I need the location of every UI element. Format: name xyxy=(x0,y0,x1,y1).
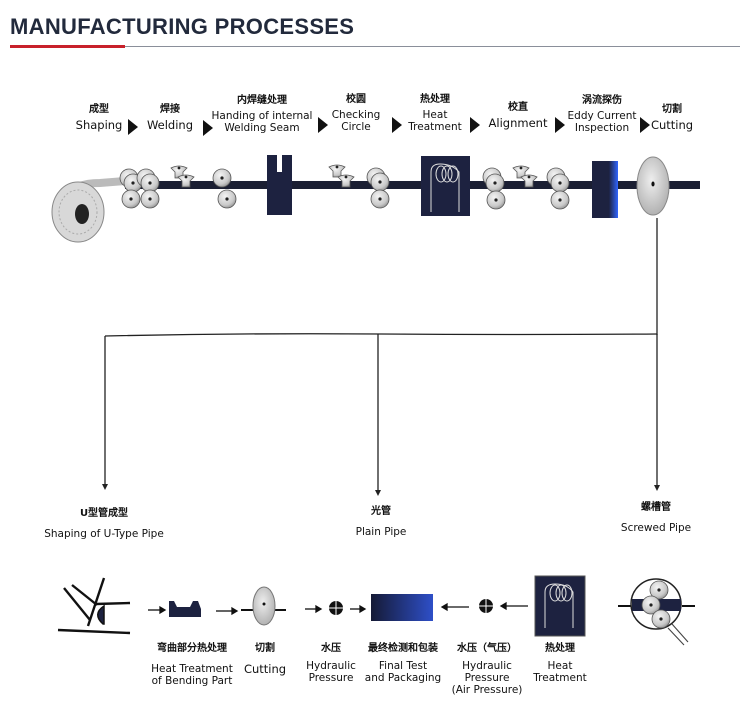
step-cutting: 切割 Cutting xyxy=(651,104,693,132)
step-label-cn: 水压 xyxy=(320,643,341,654)
step-label-cn: 热处理 xyxy=(420,94,450,105)
header-accent-bar xyxy=(10,45,125,48)
step-label-en: Treatment xyxy=(408,120,462,133)
u-step-heat-treatment: 热处理 Heat Treatment xyxy=(533,643,586,684)
step-arrow-icon xyxy=(128,119,138,135)
final-test-packaging-icon xyxy=(371,594,433,621)
u-step-hydraulic-pressure: 水压 Hydraulic Pressure xyxy=(306,643,356,684)
page-title: MANUFACTURING PROCESSES xyxy=(10,14,355,39)
coil-icon xyxy=(51,177,126,243)
step-label-en: Cutting xyxy=(243,661,287,676)
step-label-en: Welding Seam xyxy=(224,121,300,134)
u-line-arrows xyxy=(148,601,528,616)
hydraulic-pressure-icon xyxy=(329,601,343,615)
bending-heat-treatment-icon xyxy=(169,601,201,617)
branch-connectors xyxy=(104,218,658,490)
step-arrow-icon xyxy=(640,117,650,133)
step-label-en: Cutting xyxy=(650,117,694,132)
step-label-cn: 最终检测和包装 xyxy=(368,643,438,654)
branch-label-en: Plain Pipe xyxy=(355,525,407,538)
step-label-en: (Air Pressure) xyxy=(451,683,523,696)
u-heat-treatment-furnace-icon xyxy=(534,575,586,637)
step-label-en: Heat Treatment xyxy=(151,662,233,675)
air-pressure-icon xyxy=(479,599,493,613)
step-label-cn: 水压（气压） xyxy=(456,643,517,654)
branch-label-cn: 螺槽管 xyxy=(641,502,671,513)
step-checking-circle: 校圆 Checking Circle xyxy=(332,94,381,133)
internal-seam-machine-icon xyxy=(267,155,292,215)
u-bending-icon xyxy=(57,577,131,635)
u-step-bending-heat-treatment: 弯曲部分热处理 Heat Treatment of Bending Part xyxy=(151,643,233,687)
u-step-final-test-packaging: 最终检测和包装 Final Test and Packaging xyxy=(365,643,441,684)
step-label-en: Handing of internal xyxy=(211,109,313,122)
step-label-cn: 校直 xyxy=(507,102,528,113)
step-label-en: Pressure xyxy=(308,671,354,684)
branch-label-cn: U型管成型 xyxy=(79,508,129,519)
step-arrow-icon xyxy=(203,120,213,136)
step-label-cn: 切割 xyxy=(255,643,275,654)
step-label-en: Hydraulic xyxy=(462,659,512,672)
screwed-pipe-magnifier-icon xyxy=(618,578,695,646)
step-label-cn: 切割 xyxy=(662,104,682,115)
step-label-en: Alignment xyxy=(488,115,548,130)
step-label-en: Checking xyxy=(331,108,381,121)
header-divider xyxy=(10,46,740,47)
step-internal-seam: 内焊缝处理 Handing of internal Welding Seam xyxy=(212,95,313,134)
branch-label-en: Shaping of U-Type Pipe xyxy=(44,527,164,540)
step-eddy-current: 涡流探伤 Eddy Current Inspection xyxy=(568,95,637,134)
cutting-disc-icon xyxy=(636,156,670,216)
step-arrow-icon xyxy=(555,117,565,133)
step-label-en: Pressure xyxy=(464,671,510,684)
step-label-cn: 热处理 xyxy=(545,643,575,654)
step-alignment: 校直 Alignment xyxy=(489,102,548,130)
step-welding: 焊接 Welding xyxy=(147,104,193,132)
eddy-current-machine-icon xyxy=(592,161,618,218)
u-step-cutting: 切割 Cutting xyxy=(244,643,286,676)
u-step-air-pressure: 水压（气压） Hydraulic Pressure (Air Pressure) xyxy=(452,643,523,696)
step-label-en: Hydraulic xyxy=(306,659,356,672)
heat-treatment-furnace-icon xyxy=(421,156,470,216)
branch-plain-pipe: 光管 Plain Pipe xyxy=(356,506,407,538)
step-label-en: Shaping xyxy=(75,117,123,132)
branch-arrowheads xyxy=(102,484,660,496)
step-label-en: Inspection xyxy=(574,121,630,134)
branch-screwed-pipe: 螺槽管 Screwed Pipe xyxy=(621,502,691,534)
step-label-cn: 涡流探伤 xyxy=(581,95,622,106)
step-label-en: Heat xyxy=(422,108,448,121)
step-arrow-icon xyxy=(392,117,402,133)
step-shaping: 成型 Shaping xyxy=(76,104,123,132)
step-label-en: Heat xyxy=(547,659,573,672)
step-label-en: Eddy Current xyxy=(567,109,637,122)
step-label-cn: 弯曲部分热处理 xyxy=(157,643,227,654)
branch-label-en: Screwed Pipe xyxy=(620,521,692,534)
step-label-en: Treatment xyxy=(533,671,587,684)
pipe-strip xyxy=(125,181,700,189)
step-label-cn: 焊接 xyxy=(160,104,180,115)
step-label-cn: 成型 xyxy=(89,104,109,115)
step-label-en: Welding xyxy=(146,117,194,132)
step-label-cn: 校圆 xyxy=(345,94,366,105)
branch-u-type-pipe: U型管成型 Shaping of U-Type Pipe xyxy=(44,508,164,540)
step-heat-treatment: 热处理 Heat Treatment xyxy=(408,94,461,133)
step-label-en: and Packaging xyxy=(364,671,442,684)
step-label-en: of Bending Part xyxy=(151,674,233,687)
step-label-en: Final Test xyxy=(378,659,428,672)
step-label-en: Circle xyxy=(341,120,371,133)
step-label-cn: 内焊缝处理 xyxy=(236,95,287,106)
step-arrow-icon xyxy=(470,117,480,133)
forming-rollers-icon xyxy=(119,168,160,209)
branch-label-cn: 光管 xyxy=(371,506,391,517)
step-arrow-icon xyxy=(318,117,328,133)
u-cutting-disc-icon xyxy=(241,586,286,626)
